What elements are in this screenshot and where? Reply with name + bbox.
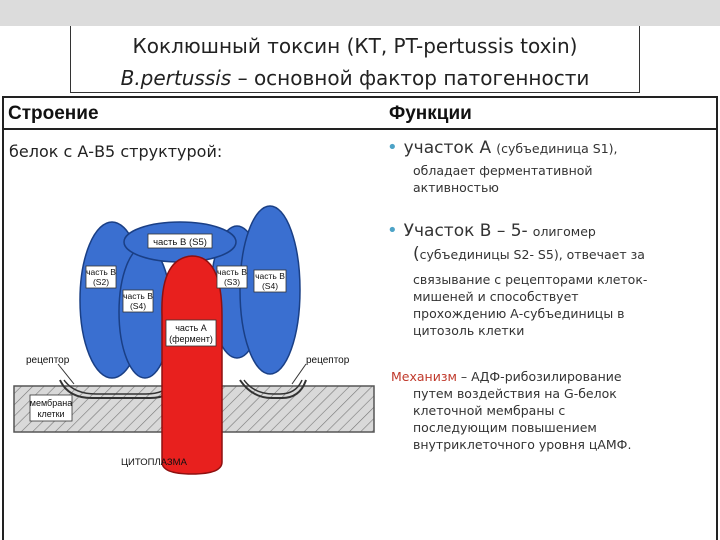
receptor-right-shape [239,379,307,399]
label-a-line1: часть А [175,323,207,333]
function-a-line3: активностью [413,180,499,195]
mechanism-line5: внутриклеточного уровня цАМФ. [413,437,632,452]
mechanism-text-1: – АДФ-рибозилирование [456,369,622,384]
functions-header: Функции [389,103,472,124]
function-a-label: участок А [403,138,492,158]
function-b-line4: мишеней и способствует [413,289,579,304]
title-rest: – основной фактор патогенности [231,66,590,90]
function-a-heading: •участок А (субъединица S1), [387,137,618,158]
label-b-s4-left-line1: часть В [123,291,153,301]
bullet-icon: • [387,137,398,158]
function-a-line2: обладает ферментативной [413,163,593,178]
title-line-1: Коклюшный токсин (КТ, PT-pertussis toxin… [132,34,578,58]
function-a-sub: (субъединица S1), [496,141,618,156]
table-header-row: Строение Функции [2,96,718,130]
function-b-line2-text: субъединицы S2- S5), отвечает за [419,247,645,262]
label-b-s5: часть В (S5) [153,237,207,248]
function-b-paren: ( [413,244,420,264]
mechanism-line3: клеточной мембраны с [413,403,566,418]
function-b-line2: (субъединицы S2- S5), отвечает за [413,244,645,264]
structure-header: Строение [8,103,99,124]
label-b-s3-line1: часть В [217,267,247,277]
label-membrane-line2: клетки [37,409,64,419]
content-table [2,96,718,540]
label-membrane-line1: мембрана [30,398,72,408]
subunit-a [161,255,223,475]
bullet-icon: • [387,220,398,241]
title-line-2: B.pertussis – основной фактор патогеннос… [71,66,639,90]
function-b-line3: связывание с рецепторами клеток- [413,272,648,287]
label-b-s2-line2: (S2) [93,277,109,287]
label-receptor-right: рецептор [306,355,350,366]
mechanism-label: Механизм [391,369,457,384]
label-cytoplasm: ЦИТОПЛАЗМА [121,457,188,468]
label-b-s4-right-line2: (S4) [262,281,278,291]
mechanism-line2: путем воздействия на G-белок [413,386,617,401]
title-box: Коклюшный токсин (КТ, PT-pertussis toxin… [70,26,640,93]
mechanism-line1: Механизм – АДФ-рибозилирование [391,368,622,385]
function-b-label: Участок В – 5- [403,221,528,241]
label-receptor-left: рецептор [26,355,70,366]
function-b-line6: цитозоль клетки [413,323,525,338]
label-b-s2-line1: часть В [86,267,116,277]
title-organism: B.pertussis [120,66,232,90]
label-b-s4-right-line1: часть В [255,271,285,281]
label-a-line2: (фермент) [169,334,213,344]
structure-description: белок с А-В5 структурой: [9,142,223,161]
top-bar [0,0,720,26]
label-b-s4-left-line2: (S4) [130,301,146,311]
function-b-heading: •Участок В – 5- олигомер [387,220,596,241]
label-b-s3-line2: (S3) [224,277,240,287]
mechanism-line4: последующим повышением [413,420,597,435]
function-b-sub: олигомер [532,224,596,239]
function-b-line5: прохождению А-субъединицы в [413,306,625,321]
